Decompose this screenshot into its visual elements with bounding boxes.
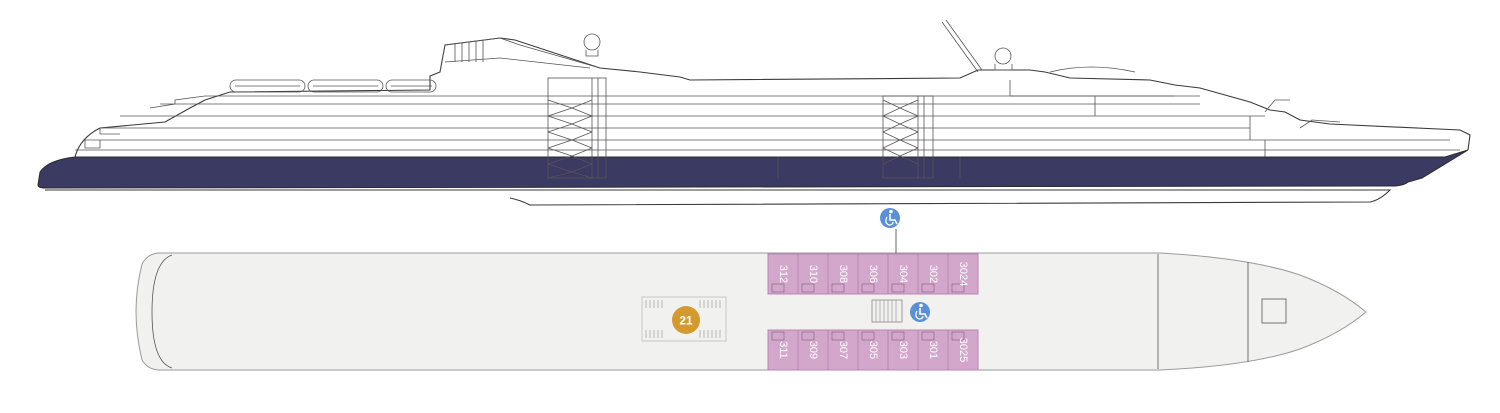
deck-plan-top-view: 312 310 308 306 304 302 3024 311 309 307 305 303 30…: [135, 208, 1367, 371]
cabin-305[interactable]: 305: [857, 329, 889, 371]
deck-outline: [135, 252, 1367, 371]
cabin-number: 303: [897, 341, 909, 359]
cabin-number: 312: [777, 265, 789, 283]
venue-number-badge[interactable]: 21: [672, 306, 700, 334]
mast: [941, 19, 1013, 73]
cabin-3024[interactable]: 3024: [947, 253, 979, 295]
cabin-306[interactable]: 306: [857, 253, 889, 295]
central-stairs: [871, 299, 903, 323]
ship-side-profile: [37, 19, 1471, 206]
cabin-number: 3024: [957, 262, 969, 286]
wheelchair-accessible-icon[interactable]: [880, 208, 900, 228]
venue-seating: [641, 296, 727, 342]
cabin-311[interactable]: 311: [767, 329, 799, 371]
cabin-number: 308: [837, 265, 849, 283]
cabin-number: 304: [897, 265, 909, 283]
cabin-number: 307: [837, 341, 849, 359]
cabin-3025[interactable]: 3025: [947, 329, 979, 371]
wheelchair-accessible-icon[interactable]: [910, 302, 930, 322]
cabin-number: 309: [807, 341, 819, 359]
cabin-row-starboard: 312 310 308 306 304 302 3024: [767, 253, 979, 295]
cabin-312[interactable]: 312: [767, 253, 799, 295]
venue-number: 21: [679, 314, 693, 328]
lifeboats: [229, 79, 437, 93]
bow-hatch: [1261, 298, 1287, 324]
cabin-row-port: 311 309 307 305 303 301 3025: [767, 329, 979, 371]
cabin-302[interactable]: 302: [917, 253, 949, 295]
stair-tower-aft: [547, 77, 607, 179]
funnel: [439, 33, 601, 73]
cabin-307[interactable]: 307: [827, 329, 859, 371]
cabin-number: 311: [777, 341, 789, 359]
cabin-number: 305: [867, 341, 879, 359]
cabin-303[interactable]: 303: [887, 329, 919, 371]
cabin-number: 310: [807, 265, 819, 283]
stair-tower-forward: [882, 95, 934, 179]
hull-band: [37, 149, 1469, 189]
cabin-number: 306: [867, 265, 879, 283]
cabin-309[interactable]: 309: [797, 329, 829, 371]
cabin-301[interactable]: 301: [917, 329, 949, 371]
cabin-310[interactable]: 310: [797, 253, 829, 295]
cabin-number: 302: [927, 265, 939, 283]
cabin-304[interactable]: 304: [887, 253, 919, 295]
cabin-number: 301: [927, 341, 939, 359]
cabin-number: 3025: [957, 338, 969, 362]
cabin-308[interactable]: 308: [827, 253, 859, 295]
